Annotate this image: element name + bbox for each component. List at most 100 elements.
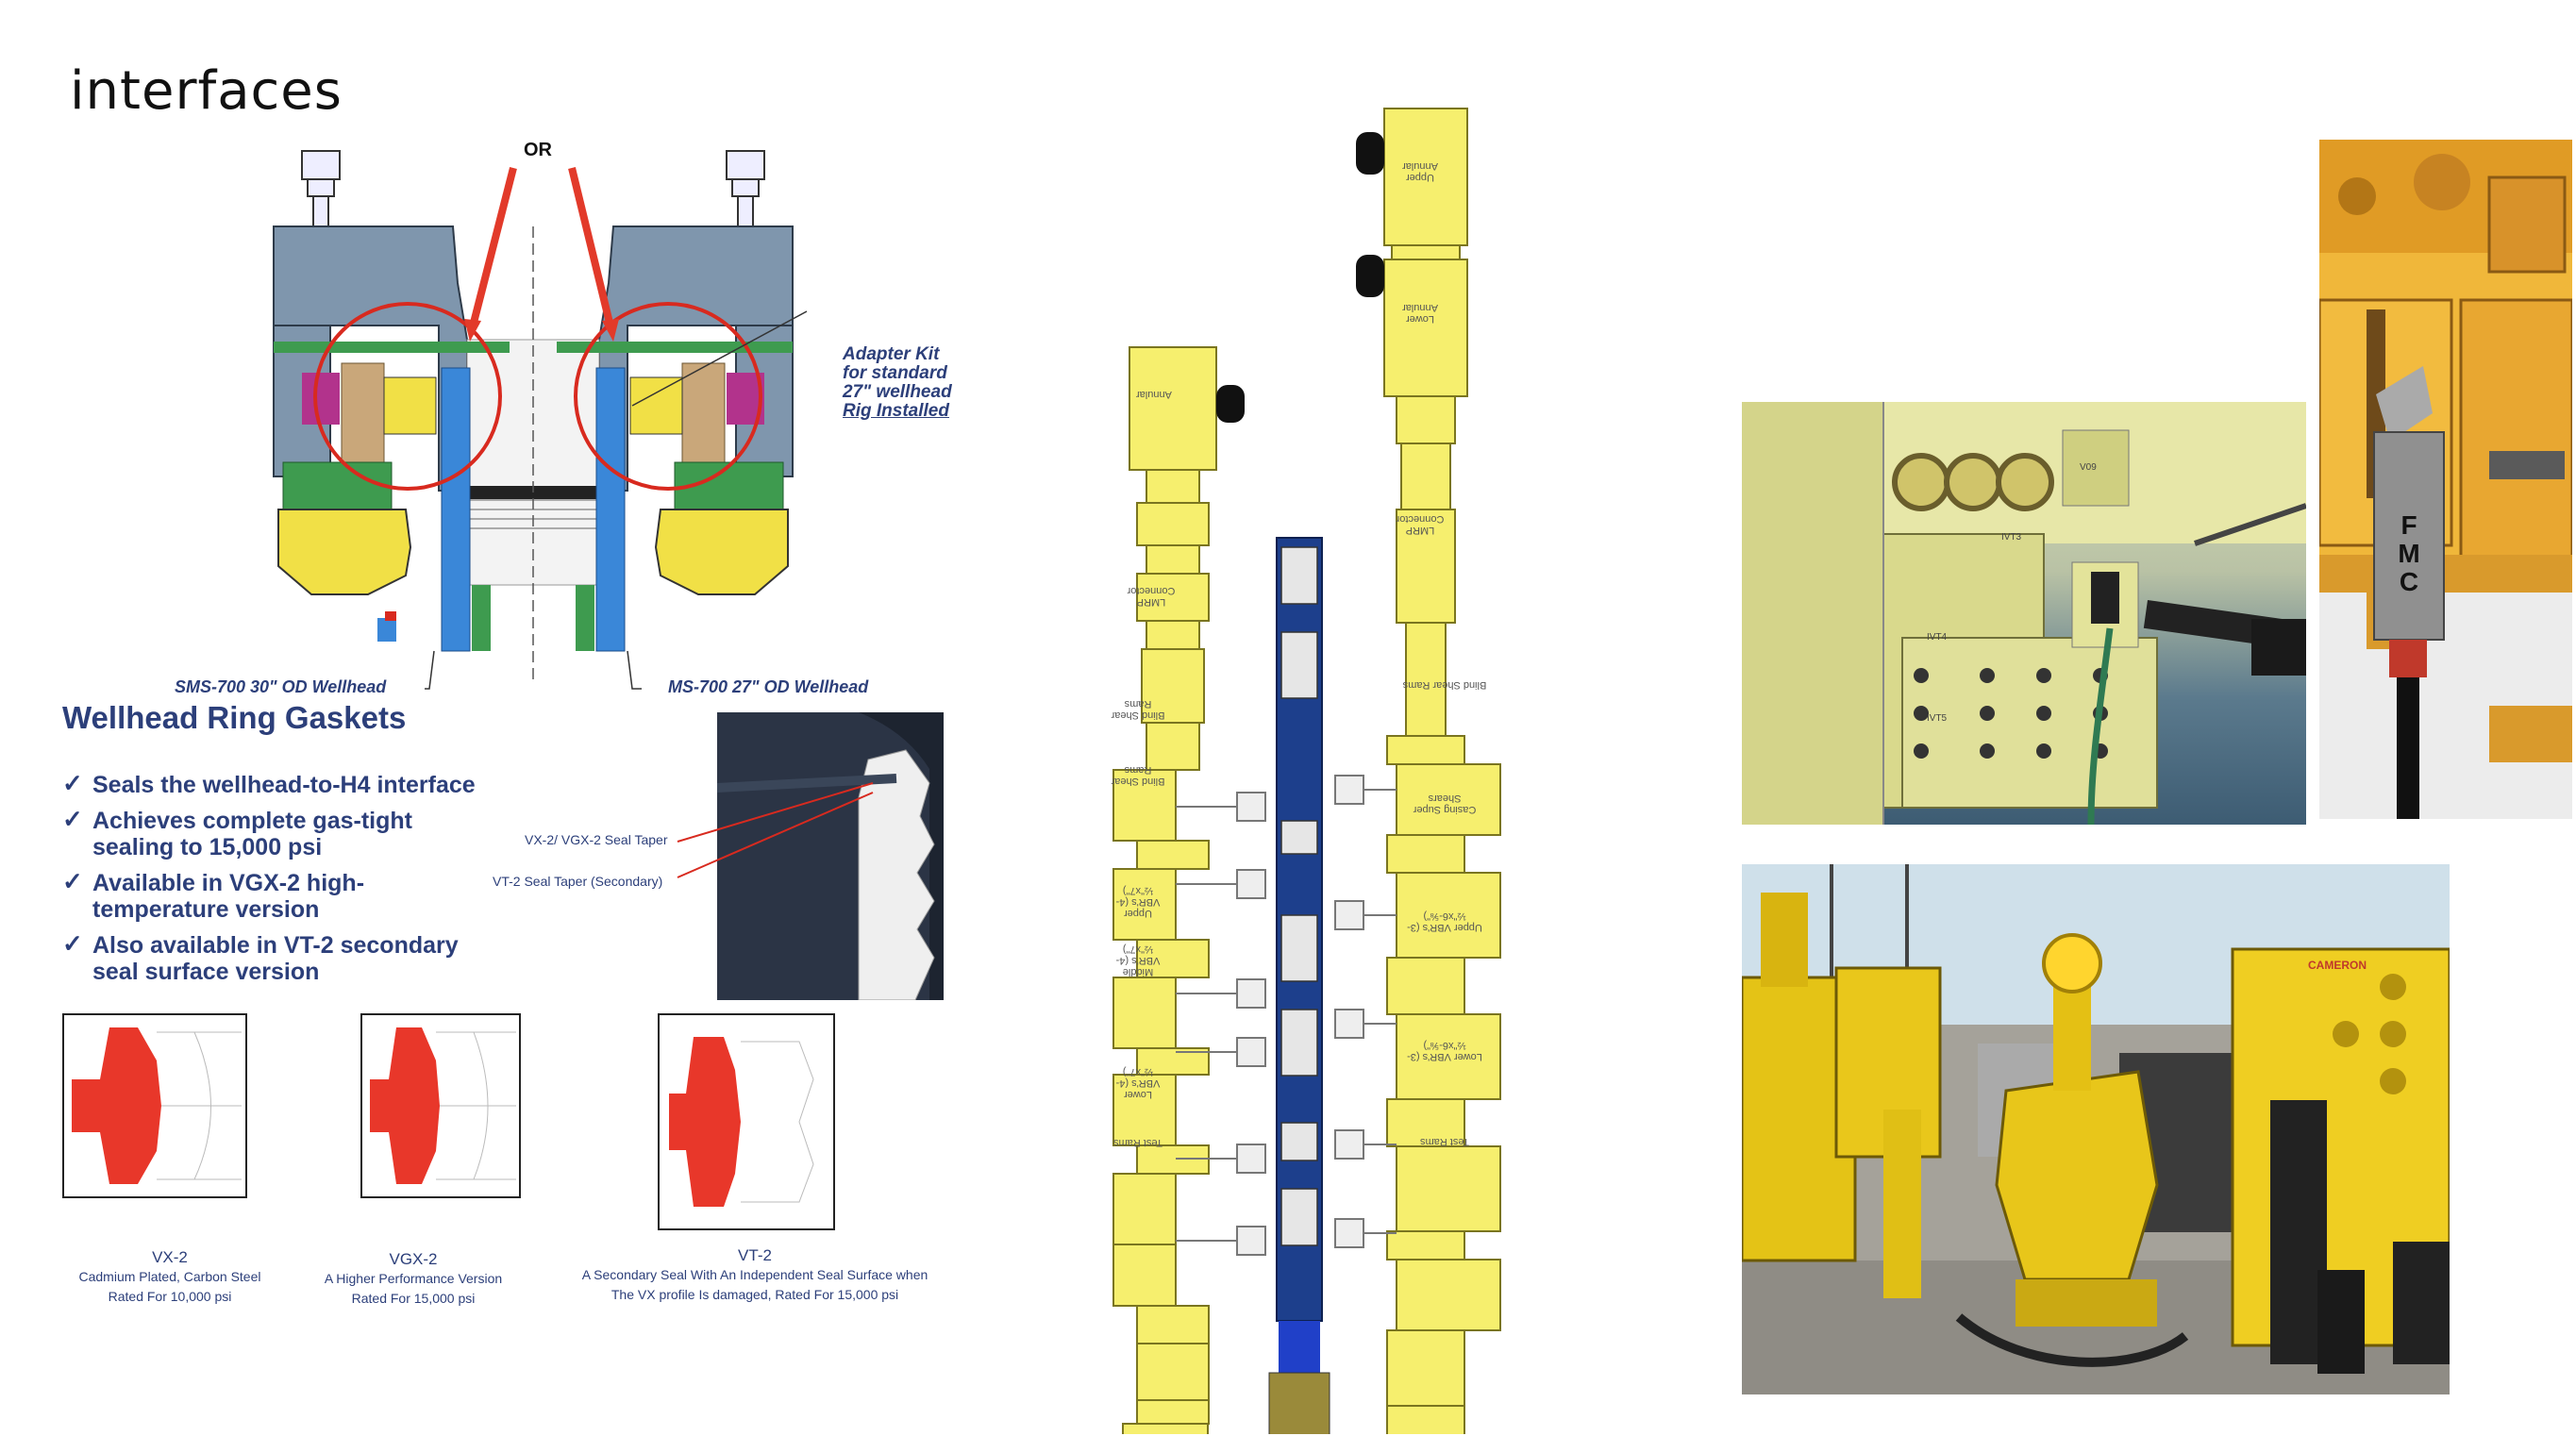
vx2-caption: VX-2 Cadmium Plated, Carbon Steel Rated … [57, 1247, 283, 1307]
magenta-lock-left [302, 373, 340, 425]
seal-plate-right [557, 342, 793, 353]
vt2-desc: The VX profile Is damaged, Rated For 15,… [611, 1287, 899, 1302]
gasket-bullet: ✓ Seals the wellhead-to-H4 interface [62, 769, 506, 798]
adapter-kit-line: for standard [843, 363, 947, 383]
yellow-piston-left [383, 376, 437, 435]
bullet-line: Seals the wellhead-to-H4 interface [92, 772, 476, 798]
annular-pod-right-lower [1356, 255, 1384, 297]
green-ring-left [282, 461, 393, 510]
bullet-line: Available in VGX-2 high- [92, 870, 365, 896]
or-label: OR [524, 140, 552, 160]
vt2-desc: A Secondary Seal With An Independent Sea… [581, 1267, 928, 1282]
yellow-base-right [654, 509, 789, 595]
annular-pod-right-upper [1356, 132, 1384, 175]
panel-label: V09 [2080, 462, 2097, 473]
leader-left-caption [425, 650, 435, 690]
adapter-kit-label: Adapter Kit for standard 27" wellhead Ri… [843, 345, 952, 421]
bullet-line: Also available in VT-2 secondary [92, 932, 459, 959]
wellhead-cross-section-diagram [273, 150, 808, 690]
seal-plate-left [274, 342, 510, 353]
vgx2-caption: VGX-2 A Higher Performance Version Rated… [300, 1249, 527, 1309]
green-lower-right [576, 585, 594, 651]
vt2-name: VT-2 [738, 1246, 772, 1264]
subsea-intervention-render: IVT3 IVT4 V09 IVT5 [1742, 402, 2306, 825]
bop-label: Middle VBR's (4-½"x7") [1115, 943, 1161, 977]
fmc-connector-art [2319, 140, 2572, 819]
bop-label: Upper VBR's (3-½"x6-⅝") [1407, 910, 1482, 933]
drill-string-base [1279, 1321, 1320, 1373]
yard-equipment-art [1742, 864, 2450, 1394]
ring-gaskets-heading: Wellhead Ring Gaskets [62, 700, 407, 735]
subsea-render-art [1742, 402, 2306, 825]
highlight-circle-left [313, 302, 502, 491]
vx2-name: VX-2 [152, 1248, 188, 1266]
bop-label: Blind Shear Rams [1111, 764, 1165, 787]
seal-taper-pointer-lines [677, 782, 874, 878]
yard-equipment-photo: CAMERON [1742, 864, 2450, 1394]
small-blue-block [377, 618, 396, 642]
vgx2-desc: A Higher Performance Version [324, 1271, 503, 1286]
vgx2-desc: Rated For 15,000 psi [351, 1291, 476, 1306]
bolt-right [726, 150, 765, 254]
bop-label: Upper VBR's (4-½"x7") [1115, 885, 1161, 919]
bop-right-labels: Upper Annular Lower Annular LMRP Connect… [1387, 151, 1500, 1189]
panel-label: IVT3 [2001, 532, 2022, 543]
adapter-kit-line: Rig Installed [843, 401, 949, 421]
vt2-caption: VT-2 A Secondary Seal With An Independen… [557, 1245, 953, 1305]
bop-stack-schematic [1112, 108, 1501, 1434]
bop-label: Annular [1136, 389, 1172, 400]
check-icon: ✓ [62, 769, 83, 797]
gasket-bullet: ✓ Also available in VT-2 secondary seal … [62, 929, 506, 985]
leader-adapter [631, 310, 808, 407]
secondary-taper-label: VT-2 Seal Taper (Secondary) [493, 874, 663, 889]
vx2-profile-sketch [62, 1013, 247, 1198]
bullet-line: temperature version [92, 896, 320, 923]
vx2-desc: Rated For 10,000 psi [108, 1289, 232, 1304]
right-wellhead-caption: MS-700 27" OD Wellhead [668, 677, 869, 696]
vgx2-profile-sketch [360, 1013, 521, 1198]
vgx2-name: VGX-2 [389, 1250, 438, 1268]
leader-right-caption [627, 650, 642, 690]
bop-left-labels: Annular LMRP Connector Blind Shear Rams … [1111, 283, 1217, 1227]
vt2-profile-sketch [658, 1013, 835, 1230]
bop-label: LMRP Connector [1127, 585, 1176, 608]
bop-label: Casing Super Shears [1413, 793, 1477, 815]
bop-label: LMRP Connector [1396, 513, 1445, 536]
arrow-right [568, 167, 613, 324]
bullet-line: seal surface version [92, 959, 320, 985]
arrow-left [470, 167, 517, 324]
blue-wellhead-right [595, 367, 626, 652]
arrowhead-right [602, 319, 619, 342]
slide-title: interfaces [70, 60, 343, 122]
bullet-line: sealing to 15,000 psi [92, 834, 323, 860]
blue-wellhead-left [441, 367, 471, 652]
bop-label: Lower Annular [1402, 302, 1438, 325]
small-red-block [385, 611, 396, 621]
arrowhead-left [464, 319, 481, 342]
gasket-bullet: ✓ Available in VGX-2 high- temperature v… [62, 867, 506, 923]
panel-label: IVT5 [1927, 713, 1948, 724]
annular-pod-left [1216, 385, 1245, 423]
yellow-base-left [277, 509, 412, 595]
check-icon: ✓ [62, 929, 83, 958]
highlight-circle-right [574, 302, 762, 491]
adapter-kit-line: Adapter Kit [843, 344, 940, 364]
green-lower-left [472, 585, 491, 651]
bop-label: Upper Annular [1402, 160, 1438, 183]
bop-label: Blind Shear Rams [1111, 698, 1165, 721]
bop-label: Test Rams [1420, 1136, 1469, 1147]
gasket-bullet: ✓ Achieves complete gas-tight sealing to… [62, 805, 506, 860]
vx2-desc: Cadmium Plated, Carbon Steel [78, 1269, 261, 1284]
gasket-seal-taper-photo [717, 712, 944, 1000]
left-wellhead-caption: SMS-700 30" OD Wellhead [175, 677, 387, 696]
check-icon: ✓ [62, 867, 83, 895]
adapter-kit-line: 27" wellhead [843, 382, 952, 402]
primary-taper-label: VX-2/ VGX-2 Seal Taper [525, 832, 668, 847]
bop-label: Test Rams [1113, 1137, 1163, 1148]
check-icon: ✓ [62, 805, 83, 833]
drill-bit [1268, 1372, 1330, 1434]
fmc-logo: FMC [2398, 510, 2420, 596]
bop-label: Lower VBR's (4-½"x7") [1115, 1066, 1161, 1100]
panel-label: IVT4 [1927, 632, 1948, 643]
bullet-line: Achieves complete gas-tight [92, 808, 412, 834]
